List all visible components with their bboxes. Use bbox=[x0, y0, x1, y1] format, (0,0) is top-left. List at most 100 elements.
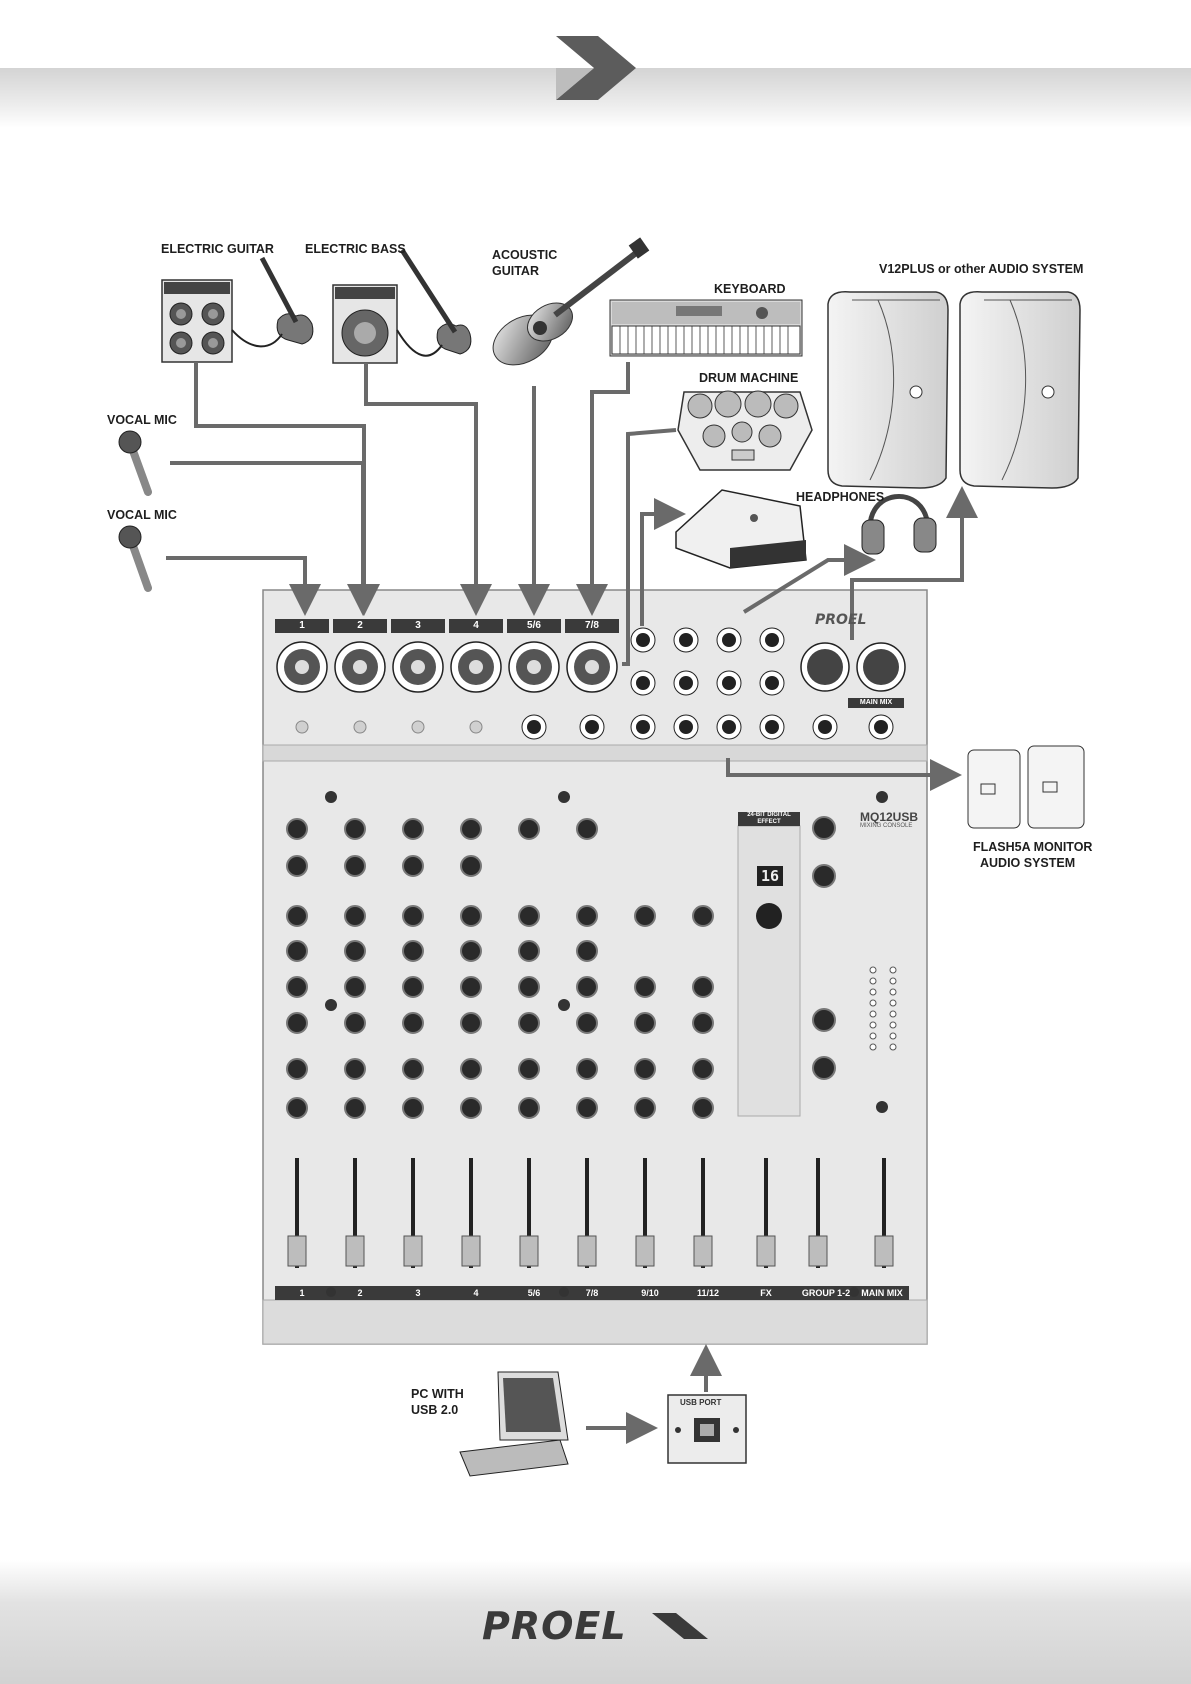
keyboard-icon bbox=[609, 299, 803, 357]
bottom-channel-label: 5/6 bbox=[527, 1288, 541, 1298]
fader-cap bbox=[874, 1235, 894, 1267]
bottom-channel-label: FX bbox=[760, 1288, 772, 1298]
mixer-knob bbox=[692, 1097, 714, 1119]
mixer-knob bbox=[692, 976, 714, 998]
mixer-knob bbox=[518, 1012, 540, 1034]
mixer-knob bbox=[692, 905, 714, 927]
fader-slot bbox=[353, 1158, 357, 1268]
label-drum-machine: DRUM MACHINE bbox=[699, 371, 799, 385]
mixer-knob bbox=[344, 1012, 366, 1034]
mixer-knob bbox=[344, 818, 366, 840]
mixer-knob bbox=[344, 905, 366, 927]
label-flash-monitor-2: AUDIO SYSTEM bbox=[980, 856, 1076, 870]
mixer-knob bbox=[634, 905, 656, 927]
bottom-channel-label: 7/8 bbox=[585, 1288, 599, 1298]
mixer-knob bbox=[286, 976, 308, 998]
mixer-knob bbox=[634, 1058, 656, 1080]
mixer-knob bbox=[576, 940, 598, 962]
label-pc-1: PC WITH bbox=[411, 1387, 464, 1401]
mixer-knob bbox=[460, 818, 482, 840]
label-headphones: HEADPHONES bbox=[796, 490, 885, 504]
fx-header: 24-BIT DIGITAL EFFECT bbox=[738, 812, 800, 826]
mixer-knob bbox=[634, 1097, 656, 1119]
mixer-knob bbox=[576, 1058, 598, 1080]
bottom-channel-label: 11/12 bbox=[696, 1288, 720, 1298]
fader-cap bbox=[808, 1235, 828, 1267]
mixer-knob bbox=[344, 940, 366, 962]
mixer-knob bbox=[402, 976, 424, 998]
mixer-knob bbox=[286, 818, 308, 840]
fader-slot bbox=[816, 1158, 820, 1268]
mixer-knob bbox=[518, 1097, 540, 1119]
fader-cap bbox=[519, 1235, 539, 1267]
mixer-knob bbox=[286, 940, 308, 962]
top-channel-label: 2 bbox=[357, 620, 363, 631]
label-electric-guitar: ELECTRIC GUITAR bbox=[161, 242, 274, 256]
bottom-channel-label: 4 bbox=[473, 1288, 479, 1298]
mixer-knob bbox=[692, 1012, 714, 1034]
label-acoustic-guitar-2: GUITAR bbox=[492, 264, 539, 278]
electric-guitar-icon bbox=[231, 256, 314, 348]
mixer-knob bbox=[286, 1097, 308, 1119]
drum-machine-icon bbox=[677, 390, 813, 471]
footer-logo-mark bbox=[652, 1613, 708, 1639]
label-vocal-mic-1: VOCAL MIC bbox=[107, 413, 177, 427]
mixer-knob bbox=[402, 1012, 424, 1034]
mixer-model: MQ12USB bbox=[860, 810, 919, 824]
mixer-knob bbox=[402, 1058, 424, 1080]
mixer-knob bbox=[576, 905, 598, 927]
fader-cap bbox=[345, 1235, 365, 1267]
mixer-knob bbox=[518, 976, 540, 998]
mixer-knob bbox=[518, 818, 540, 840]
mixer-knob bbox=[634, 976, 656, 998]
mixer-brand: PROEL bbox=[815, 612, 867, 628]
electric-bass-icon bbox=[396, 248, 472, 357]
mixer-knob bbox=[344, 855, 366, 877]
top-channel-label: 3 bbox=[415, 620, 421, 631]
main-speakers-icon bbox=[827, 291, 1081, 489]
fader-slot bbox=[764, 1158, 768, 1268]
fader-cap bbox=[403, 1235, 423, 1267]
mixer-knob bbox=[460, 940, 482, 962]
fader-cap bbox=[635, 1235, 655, 1267]
stage-monitor-icon bbox=[675, 489, 807, 569]
bottom-channel-label: 9/10 bbox=[641, 1288, 659, 1298]
mixer-console bbox=[262, 589, 928, 1345]
usb-port-box bbox=[667, 1394, 747, 1464]
acoustic-guitar-icon bbox=[492, 237, 650, 366]
mixer-knob bbox=[344, 1058, 366, 1080]
mixer-model-sub: MIXING CONSOLE bbox=[860, 823, 913, 829]
fader-cap bbox=[577, 1235, 597, 1267]
mixer-knob bbox=[402, 1097, 424, 1119]
preset-display: 16 bbox=[757, 866, 783, 886]
label-audio-system: V12PLUS or other AUDIO SYSTEM bbox=[879, 262, 1084, 276]
fader-cap bbox=[461, 1235, 481, 1267]
mixer-knob bbox=[402, 855, 424, 877]
mixer-knob bbox=[344, 976, 366, 998]
mixer-knob bbox=[576, 1097, 598, 1119]
fader-slot bbox=[295, 1158, 299, 1268]
label-pc-2: USB 2.0 bbox=[411, 1403, 459, 1417]
mixer-knob bbox=[402, 940, 424, 962]
mixer-knob bbox=[402, 818, 424, 840]
fader-cap bbox=[756, 1235, 776, 1267]
bottom-channel-label: 3 bbox=[415, 1288, 421, 1298]
mixer-knob bbox=[460, 1012, 482, 1034]
fader-slot bbox=[411, 1158, 415, 1268]
bass-amp-icon bbox=[332, 284, 398, 364]
bottom-channel-label: GROUP 1-2 bbox=[801, 1288, 851, 1298]
top-channel-label: 5/6 bbox=[527, 620, 541, 631]
fader-slot bbox=[701, 1158, 705, 1268]
vocal-mic-icon bbox=[118, 430, 152, 592]
bottom-channel-label: 1 bbox=[299, 1288, 305, 1298]
main-mix-out-label: MAIN MIX bbox=[859, 699, 893, 706]
mixer-knob bbox=[286, 1058, 308, 1080]
header-chevron bbox=[556, 36, 636, 100]
footer-logo: PROEL bbox=[482, 1604, 627, 1648]
guitar-amp-icon bbox=[161, 279, 233, 363]
mixer-knob bbox=[286, 1012, 308, 1034]
mixer-knob bbox=[576, 976, 598, 998]
label-electric-bass: ELECTRIC BASS bbox=[305, 242, 406, 256]
fader-cap bbox=[287, 1235, 307, 1267]
label-acoustic-guitar-1: ACOUSTIC bbox=[492, 248, 558, 262]
